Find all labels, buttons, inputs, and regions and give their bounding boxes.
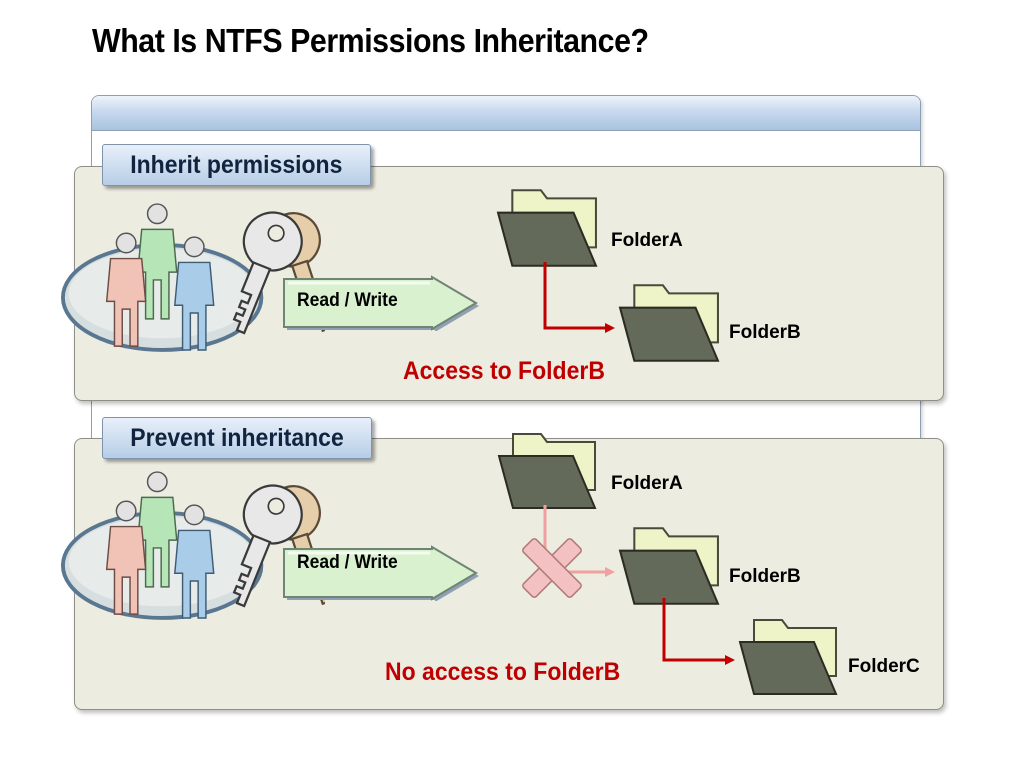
folder-icon (497, 189, 597, 267)
folder-label: FolderB (729, 322, 801, 343)
inheritance-arrow (662, 598, 735, 665)
folder-label: FolderA (611, 473, 683, 494)
access-result-text: Access to FolderB (403, 357, 605, 385)
inherit-permissions-heading: Inherit permissions (102, 144, 371, 186)
folder-label: FolderB (729, 566, 801, 587)
inheritance-arrow (543, 262, 615, 333)
folder-icon (618, 284, 720, 362)
permission-label: Read / Write (297, 290, 398, 311)
inherit-permissions-heading-text: Inherit permissions (130, 150, 343, 179)
users-group-icon (60, 202, 264, 352)
folder-label: FolderC (848, 656, 920, 677)
window-titlebar (92, 96, 920, 131)
folder-icon (497, 432, 597, 510)
folder-icon (619, 527, 719, 605)
slide-title: What Is NTFS Permissions Inheritance? (92, 22, 649, 59)
folder-icon (738, 618, 838, 696)
permission-label: Read / Write (297, 552, 398, 573)
prevent-inheritance-heading: Prevent inheritance (102, 417, 373, 459)
folder-label: FolderA (611, 230, 683, 251)
blocked-x-icon (522, 538, 582, 598)
prevent-inheritance-heading-text: Prevent inheritance (130, 423, 344, 452)
access-result-text: No access to FolderB (385, 658, 621, 686)
users-group-icon (60, 470, 264, 620)
